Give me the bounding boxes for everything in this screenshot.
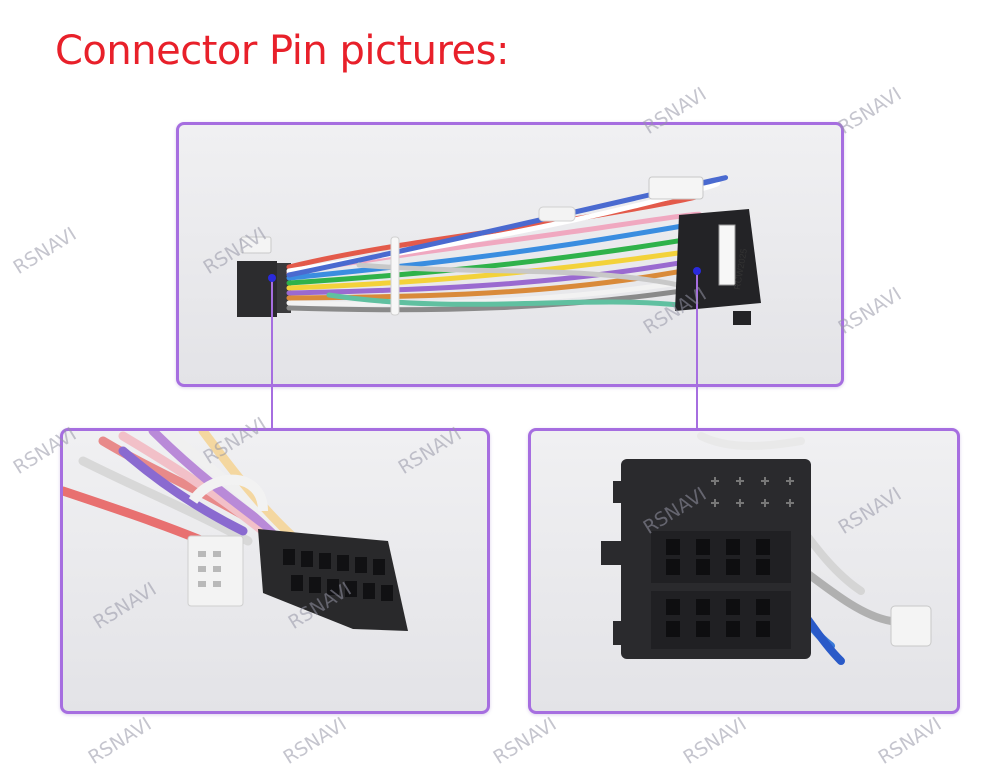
page-title: Connector Pin pictures: [55, 28, 509, 74]
watermark: RSNAVI [874, 713, 946, 769]
watermark: RSNAVI [834, 83, 906, 139]
harness-overview-photo: RCW2025 [176, 122, 844, 387]
watermark: RSNAVI [489, 713, 561, 769]
head-unit-connector-photo [60, 428, 490, 714]
watermark: RSNAVI [679, 713, 751, 769]
watermark: RSNAVI [84, 713, 156, 769]
watermark: RSNAVI [834, 283, 906, 339]
watermark: RSNAVI [279, 713, 351, 769]
watermark: RSNAVI [9, 223, 81, 279]
iso-connector-photo [528, 428, 960, 714]
